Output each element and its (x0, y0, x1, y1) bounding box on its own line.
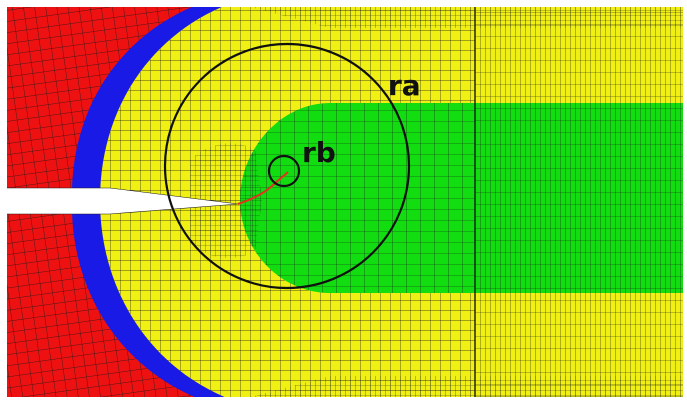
outer-integration-circle (163, 42, 411, 290)
crack-tip-fine-mesh (190, 143, 262, 259)
green-core-region (240, 103, 683, 293)
label-ra: ra (388, 69, 421, 102)
label-rb: rb (302, 136, 336, 169)
crack-path (237, 171, 289, 205)
inner-integration-circle (267, 154, 301, 188)
